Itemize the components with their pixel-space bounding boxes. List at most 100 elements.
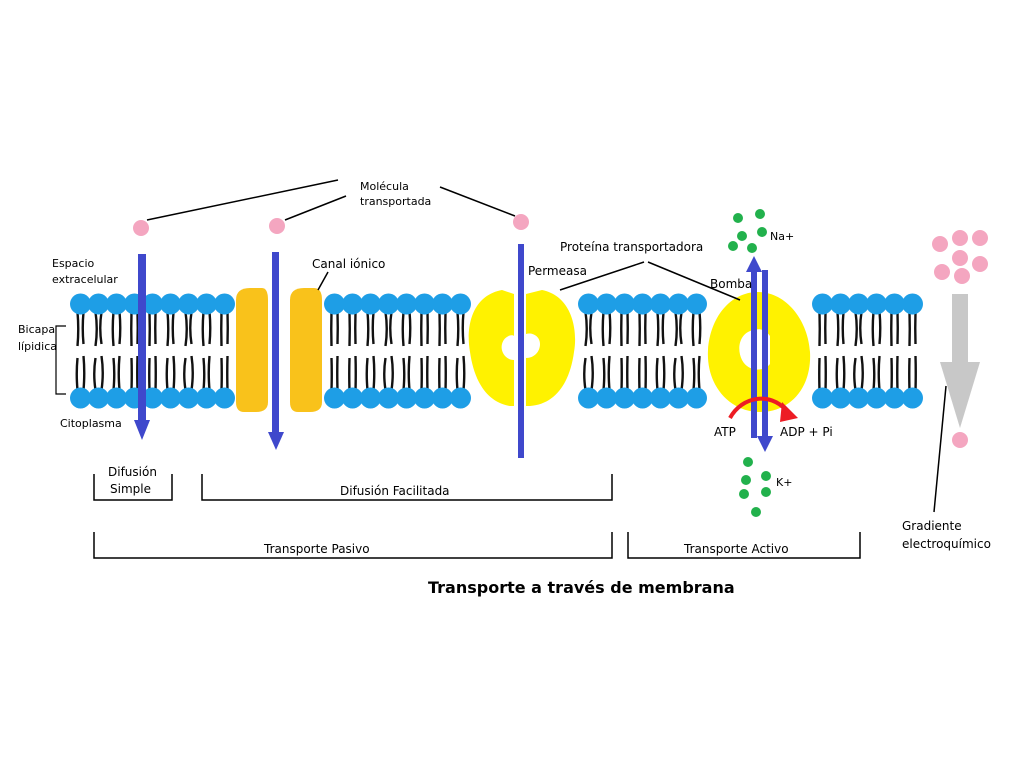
molecule-label-line2: transportada xyxy=(360,195,431,208)
lipid-tail xyxy=(854,311,858,347)
phospholipid-head xyxy=(830,387,851,409)
channel-leader-line xyxy=(317,271,329,291)
lipid-tail xyxy=(208,311,212,345)
lipid-tail xyxy=(165,357,169,391)
lipid-tail xyxy=(82,355,86,391)
lipid-tail xyxy=(589,311,593,345)
lipid-tail xyxy=(853,357,857,391)
pump-protein xyxy=(707,292,811,412)
lipid-tail xyxy=(584,311,588,347)
lipid-tail xyxy=(94,311,98,347)
lipid-tail xyxy=(456,311,460,347)
passive-transport-bracket xyxy=(93,532,613,559)
bilayer-bracket xyxy=(55,325,66,395)
active-transport-bracket xyxy=(627,532,861,559)
permease-arrow xyxy=(518,244,524,458)
lipid-tail xyxy=(384,311,388,347)
lipid-tail xyxy=(842,355,846,391)
lipid-tail xyxy=(372,355,376,391)
phospholipid-head xyxy=(812,293,833,315)
phospholipid-head xyxy=(866,387,887,409)
facilitated-diffusion-bracket xyxy=(201,474,613,501)
phospholipid-head xyxy=(884,293,905,315)
gradient-leader-line xyxy=(933,385,947,513)
lipid-tail xyxy=(590,355,594,391)
lipid-tail xyxy=(462,355,466,391)
lipid-tail xyxy=(871,311,875,347)
bilayer-label-line1: Bicapa xyxy=(18,323,55,336)
phospholipid-head xyxy=(378,387,399,409)
phospholipid-head xyxy=(812,387,833,409)
simple-diffusion-label-line2: Simple xyxy=(110,482,151,496)
lipid-tail xyxy=(172,355,176,391)
atp-arrowhead-icon xyxy=(780,402,798,422)
lipid-tail xyxy=(697,355,701,391)
molecule xyxy=(133,220,149,236)
phospholipid-head xyxy=(650,293,671,315)
phospholipid-head xyxy=(902,387,923,409)
lipid-tail xyxy=(872,357,876,391)
lipid-tail xyxy=(171,311,175,345)
lipid-tail xyxy=(93,357,97,391)
phospholipid-head xyxy=(142,293,163,315)
lipid-tail xyxy=(835,357,839,391)
transported-molecules xyxy=(133,214,529,236)
lipid-tail xyxy=(461,311,465,345)
pump-k-arrowhead-icon xyxy=(757,436,773,452)
phospholipid-head xyxy=(178,293,199,315)
simple-diffusion-arrow xyxy=(138,254,146,422)
lipid-tail xyxy=(674,311,678,347)
lipid-tail xyxy=(371,311,375,345)
lipid-tail xyxy=(878,311,882,345)
lipid-tail xyxy=(662,355,666,391)
phospholipid-head xyxy=(578,293,599,315)
phospholipid-head xyxy=(614,293,635,315)
phospholipid-head xyxy=(668,387,689,409)
lipid-tail xyxy=(389,311,393,345)
lipid-tail xyxy=(366,311,370,347)
phospholipid-head xyxy=(902,293,923,315)
phospholipid-head xyxy=(214,387,235,409)
lipid-tail xyxy=(841,311,845,345)
phospholipid-head xyxy=(668,293,689,315)
gradient-label-line2: electroquímico xyxy=(902,537,991,551)
k-label: K+ xyxy=(776,476,792,489)
facilitated-diffusion-label: Difusión Facilitada xyxy=(340,484,450,498)
lipid-tail xyxy=(877,355,881,391)
transport-arrows xyxy=(134,244,773,458)
pump-label: Bomba xyxy=(710,277,752,291)
ion-channel-label: Canal iónico xyxy=(312,257,385,271)
permease-label: Permeasa xyxy=(528,264,587,278)
phospholipid-head xyxy=(686,293,707,315)
simple-diffusion-arrowhead-icon xyxy=(134,420,150,440)
pump-k-arrow xyxy=(762,270,768,438)
transporter-protein-label: Proteína transportadora xyxy=(560,240,703,254)
phospholipid-head xyxy=(378,293,399,315)
lipid-tail xyxy=(202,357,206,391)
channel-arrow xyxy=(272,252,279,434)
lipid-tail xyxy=(859,311,863,345)
lipid-tail xyxy=(401,311,405,347)
phospholipid-head xyxy=(686,387,707,409)
phospholipid-head xyxy=(214,293,235,315)
lipid-tail xyxy=(679,311,683,345)
pump-na-arrowhead-icon xyxy=(746,256,762,272)
lipid-tail xyxy=(691,311,695,347)
phospholipid-head xyxy=(70,387,91,409)
bilayer-label-line2: lípidica xyxy=(18,340,57,353)
lipid-tail xyxy=(455,357,459,391)
lipid-tail xyxy=(680,355,684,391)
phospholipid-head xyxy=(142,387,163,409)
cytoplasm-label: Citoplasma xyxy=(60,417,122,430)
lipid-tail xyxy=(190,355,194,391)
lipid-tail xyxy=(112,357,116,391)
lipid-tail xyxy=(583,357,587,391)
lipid-tail xyxy=(407,355,411,391)
phospholipid-head xyxy=(396,387,417,409)
active-transport-label: Transporte Activo xyxy=(683,542,789,556)
atp-arrow xyxy=(728,396,798,422)
phospholipid-head xyxy=(596,293,617,315)
phospholipid-head xyxy=(360,293,381,315)
phospholipid-head xyxy=(632,387,653,409)
